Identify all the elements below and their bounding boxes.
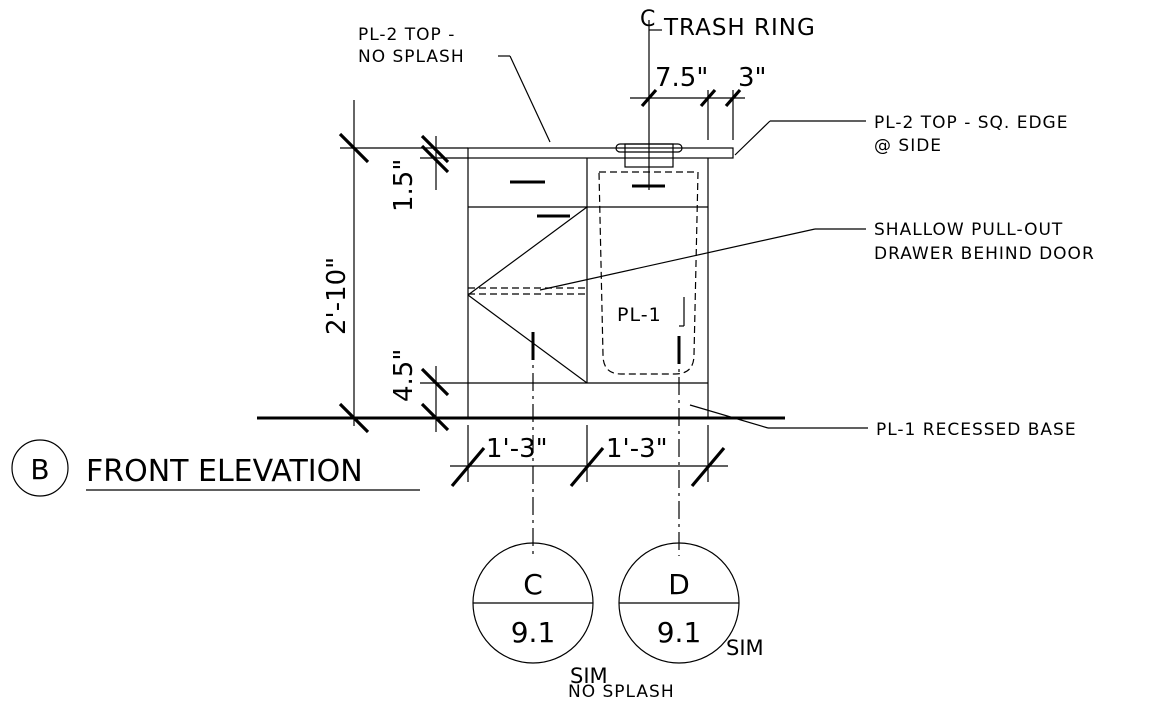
base-height-tick-2 — [420, 402, 450, 432]
base-height-tick-1 — [420, 367, 450, 397]
cabinet — [467, 143, 734, 418]
label-top-no-splash-1: PL-2 TOP - — [358, 25, 455, 45]
label-drawer-1: SHALLOW PULL-OUT — [874, 220, 1063, 240]
section-bubble-d[interactable]: D 9.1 — [618, 542, 740, 664]
overall-height-tick-bottom — [338, 402, 370, 434]
leader-drawer — [539, 228, 816, 291]
top-thickness-tick-2 — [420, 144, 450, 174]
dim-top-thickness: 1.5" — [389, 159, 419, 212]
section-bubble-d-note: SIM — [726, 636, 764, 660]
drawing-title: B FRONT ELEVATION — [11, 439, 420, 497]
leader-recessed-base — [689, 404, 769, 429]
leader-top-no-splash — [509, 55, 551, 143]
overall-height-tick-top — [338, 132, 370, 164]
door-swing-lower — [467, 294, 588, 384]
trash-ring-label: TRASH RING — [663, 15, 816, 41]
label-recessed-base: PL-1 RECESSED BASE — [876, 420, 1077, 440]
section-bubble-d-letter: D — [668, 568, 690, 601]
title-text: FRONT ELEVATION — [86, 454, 363, 489]
section-bubble-c-sheet: 9.1 — [511, 616, 556, 649]
dim-left-width: 1'-3" — [486, 434, 548, 464]
section-bubble-d-sheet: 9.1 — [657, 616, 702, 649]
section-bubble-c-letter: C — [523, 568, 543, 601]
dim-overall-height: 2'-10" — [322, 257, 352, 335]
width-tick-mid — [569, 446, 605, 488]
dim-right-width: 1'-3" — [606, 434, 668, 464]
leaders — [498, 55, 868, 429]
label-top-sq-edge-1: PL-2 TOP - SQ. EDGE — [874, 113, 1068, 133]
left-dimensions: 2'-10" 1.5" 4.5" — [322, 100, 468, 434]
dim-base-height: 4.5" — [389, 349, 419, 402]
centerline-symbol: C — [640, 7, 662, 190]
trash-bin-hidden — [598, 171, 699, 375]
width-tick-right — [690, 446, 726, 488]
label-drawer-2: DRAWER BEHIND DOOR — [874, 244, 1095, 264]
top-dimensions: 7.5" 3" — [630, 63, 767, 140]
section-bubble-c-note: SIM — [570, 664, 608, 688]
dim-ring-edge: 3" — [738, 63, 767, 93]
door-swing-upper — [467, 206, 588, 296]
bottom-dimensions: 1'-3" 1'-3" — [450, 425, 728, 488]
bottom-note: NO SPLASH — [568, 682, 675, 702]
top-dim-tick-3 — [724, 88, 742, 108]
top-thickness-tick-1 — [420, 134, 450, 164]
leader-sq-edge — [734, 120, 771, 156]
countertop — [467, 147, 734, 159]
section-refs: C 9.1 SIM D 9.1 SIM NO SPLASH — [472, 342, 764, 702]
title-tag-circle — [11, 439, 69, 497]
centerline-c: C — [640, 7, 655, 32]
top-dim-tick-1 — [640, 88, 658, 108]
width-tick-left — [450, 446, 486, 488]
label-top-sq-edge-2: @ SIDE — [874, 136, 942, 156]
title-tag: B — [30, 453, 49, 486]
section-bubble-c[interactable]: C 9.1 — [472, 542, 594, 664]
dim-ring-offset: 7.5" — [655, 63, 708, 93]
label-top-no-splash-2: NO SPLASH — [358, 47, 465, 67]
top-dim-tick-2 — [699, 88, 717, 108]
label-pl1: PL-1 — [617, 304, 662, 326]
